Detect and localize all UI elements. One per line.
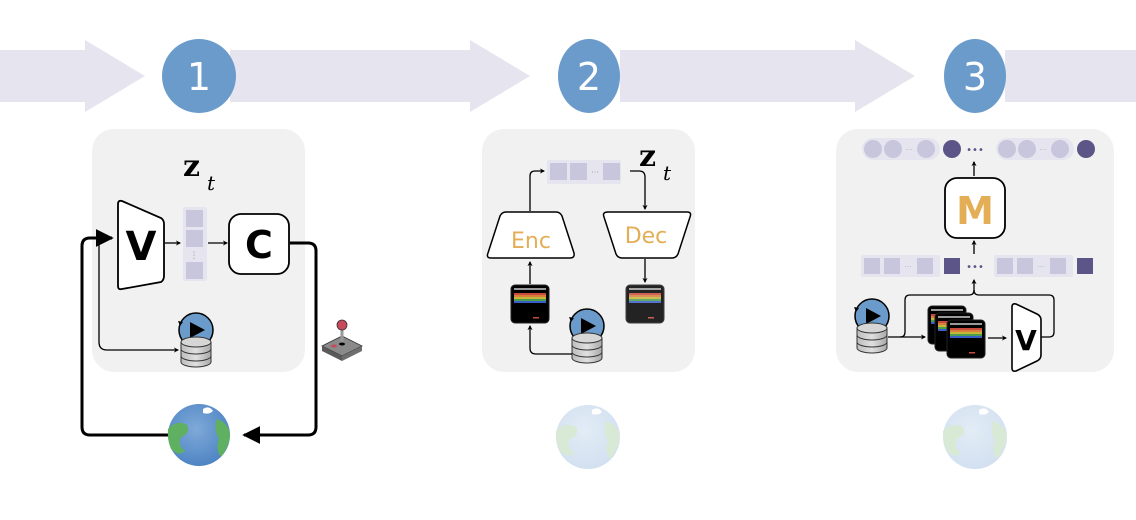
arrow-database-to-frame: [527, 324, 572, 355]
sequence-ellipsis: •••: [966, 145, 984, 156]
loop-c-to-earth: [242, 241, 318, 444]
replay-database-icon: [568, 308, 605, 364]
memory-model-m: M: [944, 177, 1006, 239]
latent-z-symbol: z: [183, 149, 200, 184]
earth-icon: [167, 404, 230, 466]
decoder-label: Dec: [625, 224, 668, 249]
arrow-v-to-input: [973, 289, 1055, 338]
arrow-database-to-input: [888, 278, 977, 338]
output-sequence: ··· ••• ···: [862, 138, 1095, 160]
band-segment-1: [230, 40, 530, 112]
vision-model-v-3: V: [1011, 303, 1042, 372]
step-3-badge: 3: [944, 39, 1006, 113]
replay-database-icon: [853, 298, 890, 354]
arrow-z-to-dec: [630, 170, 648, 211]
vision-model-label: V: [126, 224, 157, 270]
inner-dots: ···: [1038, 263, 1045, 271]
step-1-badge: 1: [162, 39, 236, 113]
step-2-number: 2: [577, 55, 601, 99]
latent-vector-dots: ···: [591, 168, 599, 177]
arrow-to-database: [98, 243, 180, 353]
band-arrow-1: [0, 40, 145, 112]
atari-frame-reconstruction-icon: [625, 284, 665, 324]
memory-model-label: M: [956, 189, 994, 233]
inner-dots: ···: [905, 263, 912, 271]
latent-z-symbol: z: [639, 139, 656, 174]
step-1-number: 1: [187, 55, 211, 99]
decoder-block: Dec: [602, 211, 692, 259]
earth-icon-faded: [555, 405, 620, 469]
vision-model-label: V: [1015, 324, 1037, 357]
inner-dots: ···: [1040, 146, 1047, 154]
controller-label: C: [245, 223, 273, 267]
latent-z-label-1: z t: [183, 149, 216, 195]
progress-band: [0, 40, 1136, 112]
input-sequence: ··· ••• ···: [861, 255, 1093, 277]
controller-c-1: C: [228, 213, 290, 275]
latent-vector-dots: ⋮: [190, 251, 199, 261]
arrow-enc-to-z: [529, 168, 546, 211]
replay-database-icon: [177, 312, 214, 368]
inner-dots: ···: [906, 146, 913, 154]
encoder-label: Enc: [511, 229, 551, 254]
latent-vector-vertical: ⋮: [183, 207, 207, 281]
band-segment-2: [620, 40, 915, 112]
latent-vector-horizontal: ···: [547, 160, 621, 184]
latent-z-subscript: t: [663, 161, 672, 185]
latent-z-subscript: t: [207, 171, 216, 195]
vision-model-v-1: V: [117, 199, 165, 291]
joystick-icon: [321, 319, 363, 361]
step-3-number: 3: [963, 55, 987, 99]
encoder-block: Enc: [486, 211, 575, 259]
earth-icon-faded: [942, 405, 1007, 469]
sequence-ellipsis: •••: [966, 262, 984, 273]
atari-frame-input-icon: [510, 284, 550, 324]
band-segment-3: [1005, 50, 1136, 102]
loop-earth-to-v: [80, 229, 168, 437]
latent-z-label-2: z t: [639, 139, 672, 185]
step-2-badge: 2: [558, 39, 620, 113]
